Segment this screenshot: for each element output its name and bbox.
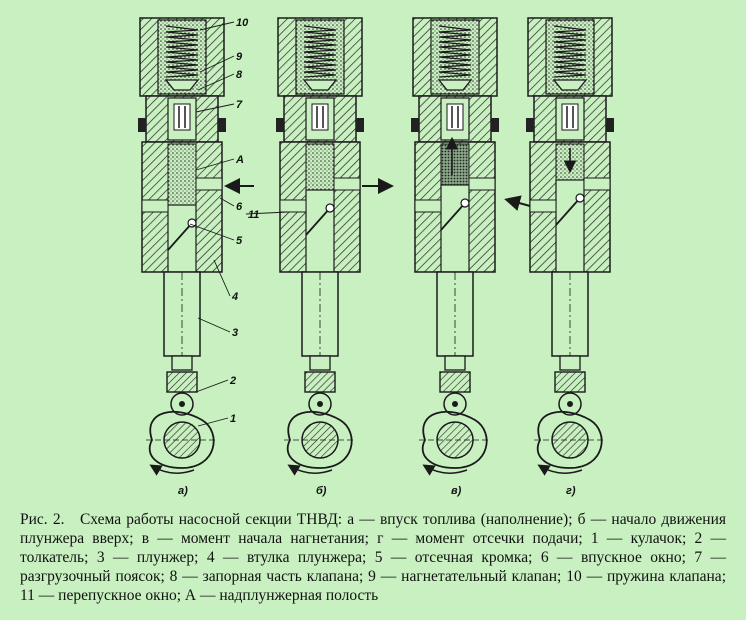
part-number-6: 6: [236, 201, 243, 213]
bypass-port: [529, 199, 557, 213]
valve-spring: [553, 25, 587, 78]
rotation-arrow: [422, 464, 468, 476]
inlet-port: [468, 177, 496, 191]
plunger-head: [440, 184, 470, 273]
part-number-a: A: [235, 154, 244, 166]
seal-right: [606, 118, 614, 132]
leader-line-7: [195, 103, 235, 113]
rotation-arrow: [149, 464, 195, 476]
part-number-1: 1: [230, 413, 236, 425]
leader-line-6: [219, 197, 235, 207]
leader-line-11: [245, 211, 289, 215]
seal-right: [218, 118, 226, 132]
fuel-spill-arrow: [504, 195, 531, 211]
pressure-chamber: [440, 143, 470, 186]
seal-left: [276, 118, 284, 132]
leader-line-8: [197, 73, 235, 91]
valve-cone: [164, 79, 200, 91]
seal-left: [411, 118, 419, 132]
cam: [286, 411, 353, 469]
panel-label-3: в): [451, 485, 462, 497]
inlet-port: [583, 177, 611, 191]
leader-line-1: [197, 417, 229, 427]
bypass-port: [279, 199, 307, 213]
rod-end: [309, 355, 331, 371]
valve-spring: [438, 25, 472, 78]
part-number-8: 8: [236, 69, 243, 81]
part-number-5: 5: [236, 235, 243, 247]
tappet: [439, 371, 471, 393]
caption-text: Схема работы насосной секции ТНВД: а — в…: [20, 511, 727, 604]
rod-end: [559, 355, 581, 371]
rod-end: [444, 355, 466, 371]
pressure-chamber: [167, 143, 197, 206]
part-number-9: 9: [236, 51, 243, 63]
valve-cone: [437, 79, 473, 91]
tappet: [304, 371, 336, 393]
leader-line-5: [189, 223, 235, 241]
seal-right: [491, 118, 499, 132]
panel-label-4: г): [566, 485, 576, 497]
valve-spring: [303, 25, 337, 78]
rotation-arrow: [287, 464, 333, 476]
caption-label: Рис. 2.: [20, 511, 65, 528]
rotation-arrow: [537, 464, 583, 476]
seal-left: [138, 118, 146, 132]
seal-right: [356, 118, 364, 132]
valve-guide: [446, 103, 464, 131]
pump-section-3: [411, 17, 499, 476]
leader-line-4: [213, 259, 231, 297]
part-number-2: 2: [229, 375, 236, 387]
pump-section-2: [276, 17, 394, 476]
tappet: [554, 371, 586, 393]
tappet: [166, 371, 198, 393]
seal-left: [526, 118, 534, 132]
cam: [421, 411, 488, 469]
part-number-11: 11: [248, 209, 259, 221]
helix-edge: [305, 207, 331, 236]
cam: [148, 411, 215, 469]
helix-edge: [555, 197, 581, 226]
leader-line-10: [199, 21, 235, 31]
pump-section-diagram: 10 9 8 7A 6 5 11 4 3 2 1 а) б) в) г): [138, 17, 614, 497]
valve-guide: [311, 103, 329, 131]
part-number-4: 4: [231, 291, 238, 303]
bypass-port: [414, 199, 442, 213]
valve-guide: [173, 103, 191, 131]
valve-cone: [552, 79, 588, 91]
panel-label-1: а): [178, 485, 188, 497]
figure-caption: Рис. 2. Схема работы насосной секции ТНВ…: [20, 510, 726, 605]
panel-label-2: б): [316, 485, 327, 497]
valve-spring: [165, 25, 199, 78]
rod-end: [171, 355, 193, 371]
inlet-port: [333, 177, 361, 191]
plunger-head: [167, 204, 197, 273]
bypass-port: [141, 199, 169, 213]
leader-line-a: [195, 158, 235, 171]
leader-line-2: [195, 379, 229, 393]
part-number-7: 7: [236, 99, 243, 111]
inlet-port: [195, 177, 223, 191]
part-number-3: 3: [232, 327, 238, 339]
pump-section-1: [138, 17, 254, 476]
valve-guide: [561, 103, 579, 131]
helix-edge: [440, 202, 466, 231]
helix-edge: [167, 222, 193, 251]
pump-section-4: [504, 17, 614, 476]
cam: [536, 411, 603, 469]
leader-line-3: [197, 317, 231, 333]
part-number-10: 10: [236, 17, 249, 29]
valve-cone: [302, 79, 338, 91]
leader-line-9: [199, 55, 235, 73]
pressure-chamber: [305, 143, 335, 191]
